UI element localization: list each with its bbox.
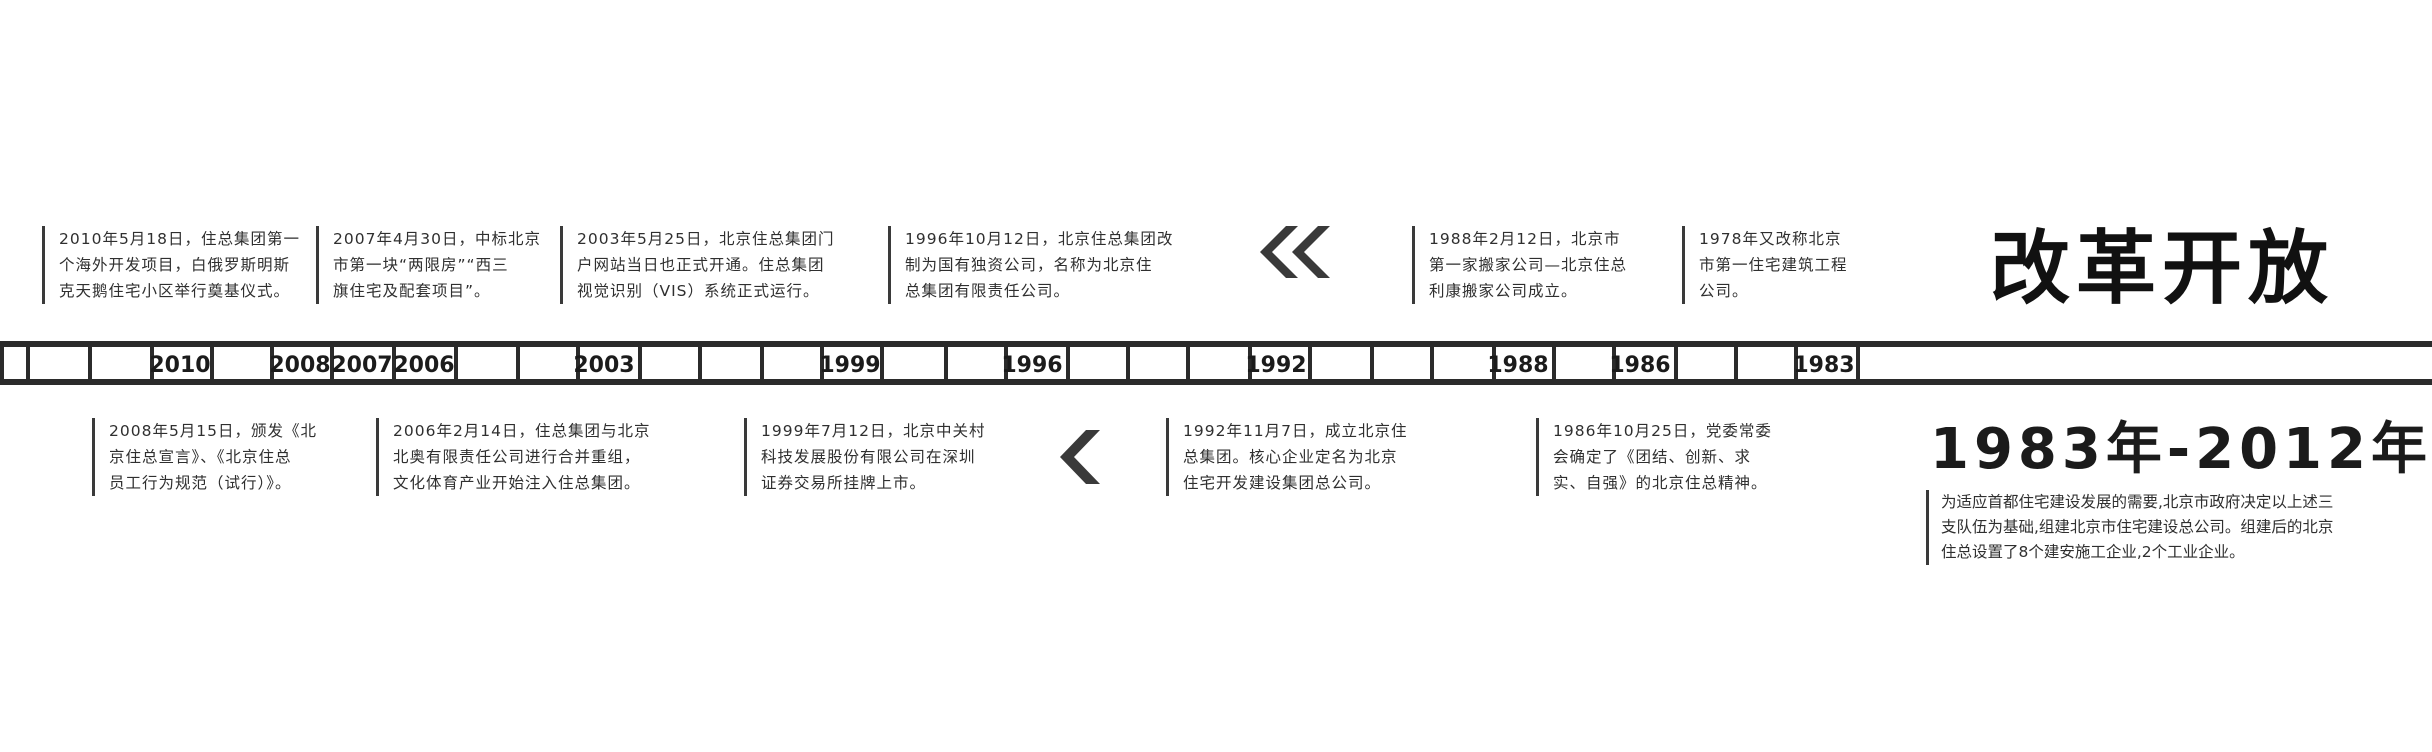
timeline-year-label: 1996 xyxy=(1001,353,1062,378)
note-line: 实、自强》的北京住总精神。 xyxy=(1553,474,1768,492)
strip-divider xyxy=(392,345,396,383)
timeline-year-label: 1999 xyxy=(819,353,880,378)
strip-divider xyxy=(88,345,92,383)
note-line: 市第一块“两限房”“西三 xyxy=(333,256,509,274)
strip-divider xyxy=(1430,345,1434,383)
note-line: 制为国有独资公司，名称为北京住 xyxy=(905,256,1153,274)
strip-divider xyxy=(1370,345,1374,383)
note-line: 会确定了《团结、创新、求 xyxy=(1553,448,1752,466)
note-line: 视觉识别（VIS）系统正式运行。 xyxy=(577,282,820,300)
note-line: 户网站当日也正式开通。住总集团 xyxy=(577,256,825,274)
event-note-1992: 1992年11月7日，成立北京住 总集团。核心企业定名为北京 住宅开发建设集团总… xyxy=(1166,418,1408,496)
note-line: 员工行为规范（试行）》。 xyxy=(109,474,292,492)
strip-divider xyxy=(880,345,884,383)
timeline-year-label: 2007 xyxy=(331,353,392,378)
strip-divider xyxy=(1734,345,1738,383)
event-note-2006: 2006年2月14日，住总集团与北京 北奥有限责任公司进行合并重组， 文化体育产… xyxy=(376,418,651,496)
event-note-2010: 2010年5月18日，住总集团第一 个海外开发项目，白俄罗斯明斯 克天鹅住宅小区… xyxy=(42,226,300,304)
note-line: 2003年5月25日，北京住总集团门 xyxy=(577,230,835,248)
strip-divider xyxy=(454,345,458,383)
note-line: 文化体育产业开始注入住总集团。 xyxy=(393,474,641,492)
note-line: 总集团。核心企业定名为北京 xyxy=(1183,448,1398,466)
page-title: 改革开放 xyxy=(1990,221,2334,315)
strip-divider xyxy=(26,345,30,383)
chevron-left-icon xyxy=(1060,430,1100,484)
strip-divider xyxy=(0,345,4,383)
note-line: 京住总宣言》、《北京住总 xyxy=(109,448,292,466)
strip-divider xyxy=(1552,345,1556,383)
event-note-2007: 2007年4月30日，中标北京 市第一块“两限房”“西三 旗住宅及配套项目”。 xyxy=(316,226,541,304)
event-note-1996: 1996年10月12日，北京住总集团改 制为国有独资公司，名称为北京住 总集团有… xyxy=(888,226,1173,304)
note-line: 克天鹅住宅小区举行奠基仪式。 xyxy=(59,282,291,300)
note-line: 1978年又改称北京 xyxy=(1699,230,1842,248)
note-line: 2008年5月15日，颁发《北 xyxy=(109,422,318,440)
note-line: 1996年10月12日，北京住总集团改 xyxy=(905,230,1174,248)
note-line: 北奥有限责任公司进行合并重组， xyxy=(393,448,641,466)
intro-text: 为适应首都住宅建设发展的需要,北京市政府决定以上述三 支队伍为基础,组建北京市住… xyxy=(1926,490,2411,565)
strip-divider xyxy=(944,345,948,383)
note-line: 2006年2月14日，住总集团与北京 xyxy=(393,422,651,440)
strip-divider xyxy=(576,345,580,383)
strip-divider xyxy=(638,345,642,383)
double-chevron-left-icon xyxy=(1260,226,1330,278)
note-line: 1988年2月12日，北京市 xyxy=(1429,230,1621,248)
strip-divider xyxy=(1248,345,1252,383)
note-line: 1986年10月25日，党委常委 xyxy=(1553,422,1772,440)
strip-divider xyxy=(1066,345,1070,383)
strip-divider xyxy=(820,345,824,383)
note-line: 市第一住宅建筑工程 xyxy=(1699,256,1848,274)
strip-divider xyxy=(210,345,214,383)
strip-divider xyxy=(1308,345,1312,383)
intro-line: 住总设置了8个建安施工企业,2个工业企业。 xyxy=(1941,543,2245,561)
strip-divider xyxy=(760,345,764,383)
timeline-year-label: 1992 xyxy=(1245,353,1306,378)
strip-divider xyxy=(330,345,334,383)
strip-divider xyxy=(1492,345,1496,383)
note-line: 公司。 xyxy=(1699,282,1749,300)
intro-line: 支队伍为基础,组建北京市住宅建设总公司。组建后的北京 xyxy=(1941,518,2334,536)
event-note-1978: 1978年又改称北京 市第一住宅建筑工程 公司。 xyxy=(1682,226,1848,304)
note-line: 旗住宅及配套项目”。 xyxy=(333,282,491,300)
note-line: 证券交易所挂牌上市。 xyxy=(761,474,927,492)
period-heading: 1983年-2012年 xyxy=(1930,417,2432,482)
strip-divider xyxy=(698,345,702,383)
timeline-year-label: 2003 xyxy=(573,353,634,378)
timeline-year-label: 1988 xyxy=(1487,353,1548,378)
note-line: 2010年5月18日，住总集团第一 xyxy=(59,230,301,248)
strip-divider xyxy=(1126,345,1130,383)
timeline-year-label: 2006 xyxy=(393,353,454,378)
strip-divider xyxy=(1004,345,1008,383)
strip-divider xyxy=(1186,345,1190,383)
event-note-1988: 1988年2月12日，北京市 第一家搬家公司—北京住总 利康搬家公司成立。 xyxy=(1412,226,1627,304)
note-line: 2007年4月30日，中标北京 xyxy=(333,230,542,248)
timeline-year-label: 1983 xyxy=(1793,353,1854,378)
note-line: 1999年7月12日，北京中关村 xyxy=(761,422,986,440)
strip-divider xyxy=(270,345,274,383)
strip-divider xyxy=(1794,345,1798,383)
strip-divider xyxy=(1856,345,1860,383)
event-note-2003: 2003年5月25日，北京住总集团门 户网站当日也正式开通。住总集团 视觉识别（… xyxy=(560,226,835,304)
timeline-year-label: 2008 xyxy=(269,353,330,378)
note-line: 总集团有限责任公司。 xyxy=(905,282,1071,300)
event-note-1986: 1986年10月25日，党委常委 会确定了《团结、创新、求 实、自强》的北京住总… xyxy=(1536,418,1772,496)
note-line: 住宅开发建设集团总公司。 xyxy=(1183,474,1382,492)
note-line: 1992年11月7日，成立北京住 xyxy=(1183,422,1408,440)
note-line: 个海外开发项目，白俄罗斯明斯 xyxy=(59,256,291,274)
strip-divider xyxy=(150,345,154,383)
strip-divider xyxy=(516,345,520,383)
intro-line: 为适应首都住宅建设发展的需要,北京市政府决定以上述三 xyxy=(1941,493,2334,511)
note-line: 第一家搬家公司—北京住总 xyxy=(1429,256,1628,274)
note-line: 利康搬家公司成立。 xyxy=(1429,282,1578,300)
timeline-year-label: 2010 xyxy=(149,353,210,378)
timeline-year-label: 1986 xyxy=(1609,353,1670,378)
note-line: 科技发展股份有限公司在深圳 xyxy=(761,448,976,466)
strip-divider xyxy=(1612,345,1616,383)
strip-divider xyxy=(1674,345,1678,383)
event-note-2008: 2008年5月15日，颁发《北 京住总宣言》、《北京住总 员工行为规范（试行）》… xyxy=(92,418,317,496)
event-note-1999: 1999年7月12日，北京中关村 科技发展股份有限公司在深圳 证券交易所挂牌上市… xyxy=(744,418,986,496)
